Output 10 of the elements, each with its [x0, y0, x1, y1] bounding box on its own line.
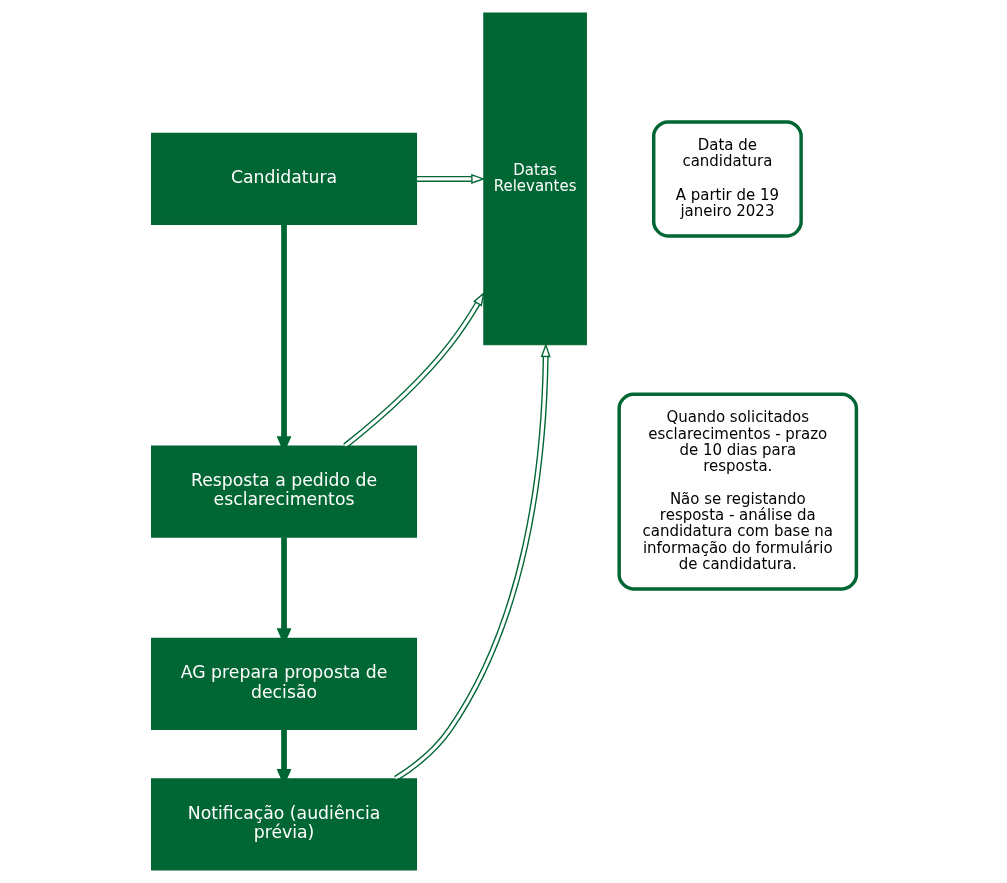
node-box: AG prepara proposta de decisão: [150, 637, 417, 730]
node-box: Quando solicitados esclarecimentos - prazo de 10 dias para resposta. Não se registando resposta - análise da candidatura com base na informação do formulário de candidatura.: [616, 392, 858, 591]
node-box: Notificação (audiência prévia): [150, 778, 417, 871]
node-box: Resposta a pedido de esclarecimentos: [150, 445, 417, 538]
node-box: Datas Relevantes: [482, 12, 587, 346]
arrow: [415, 173, 485, 184]
arrow: [393, 342, 551, 782]
arrow: [342, 291, 485, 449]
node-box: Data de candidatura A partir de 19 janeiro 2023: [651, 120, 803, 238]
node-box: Candidatura: [150, 132, 417, 225]
